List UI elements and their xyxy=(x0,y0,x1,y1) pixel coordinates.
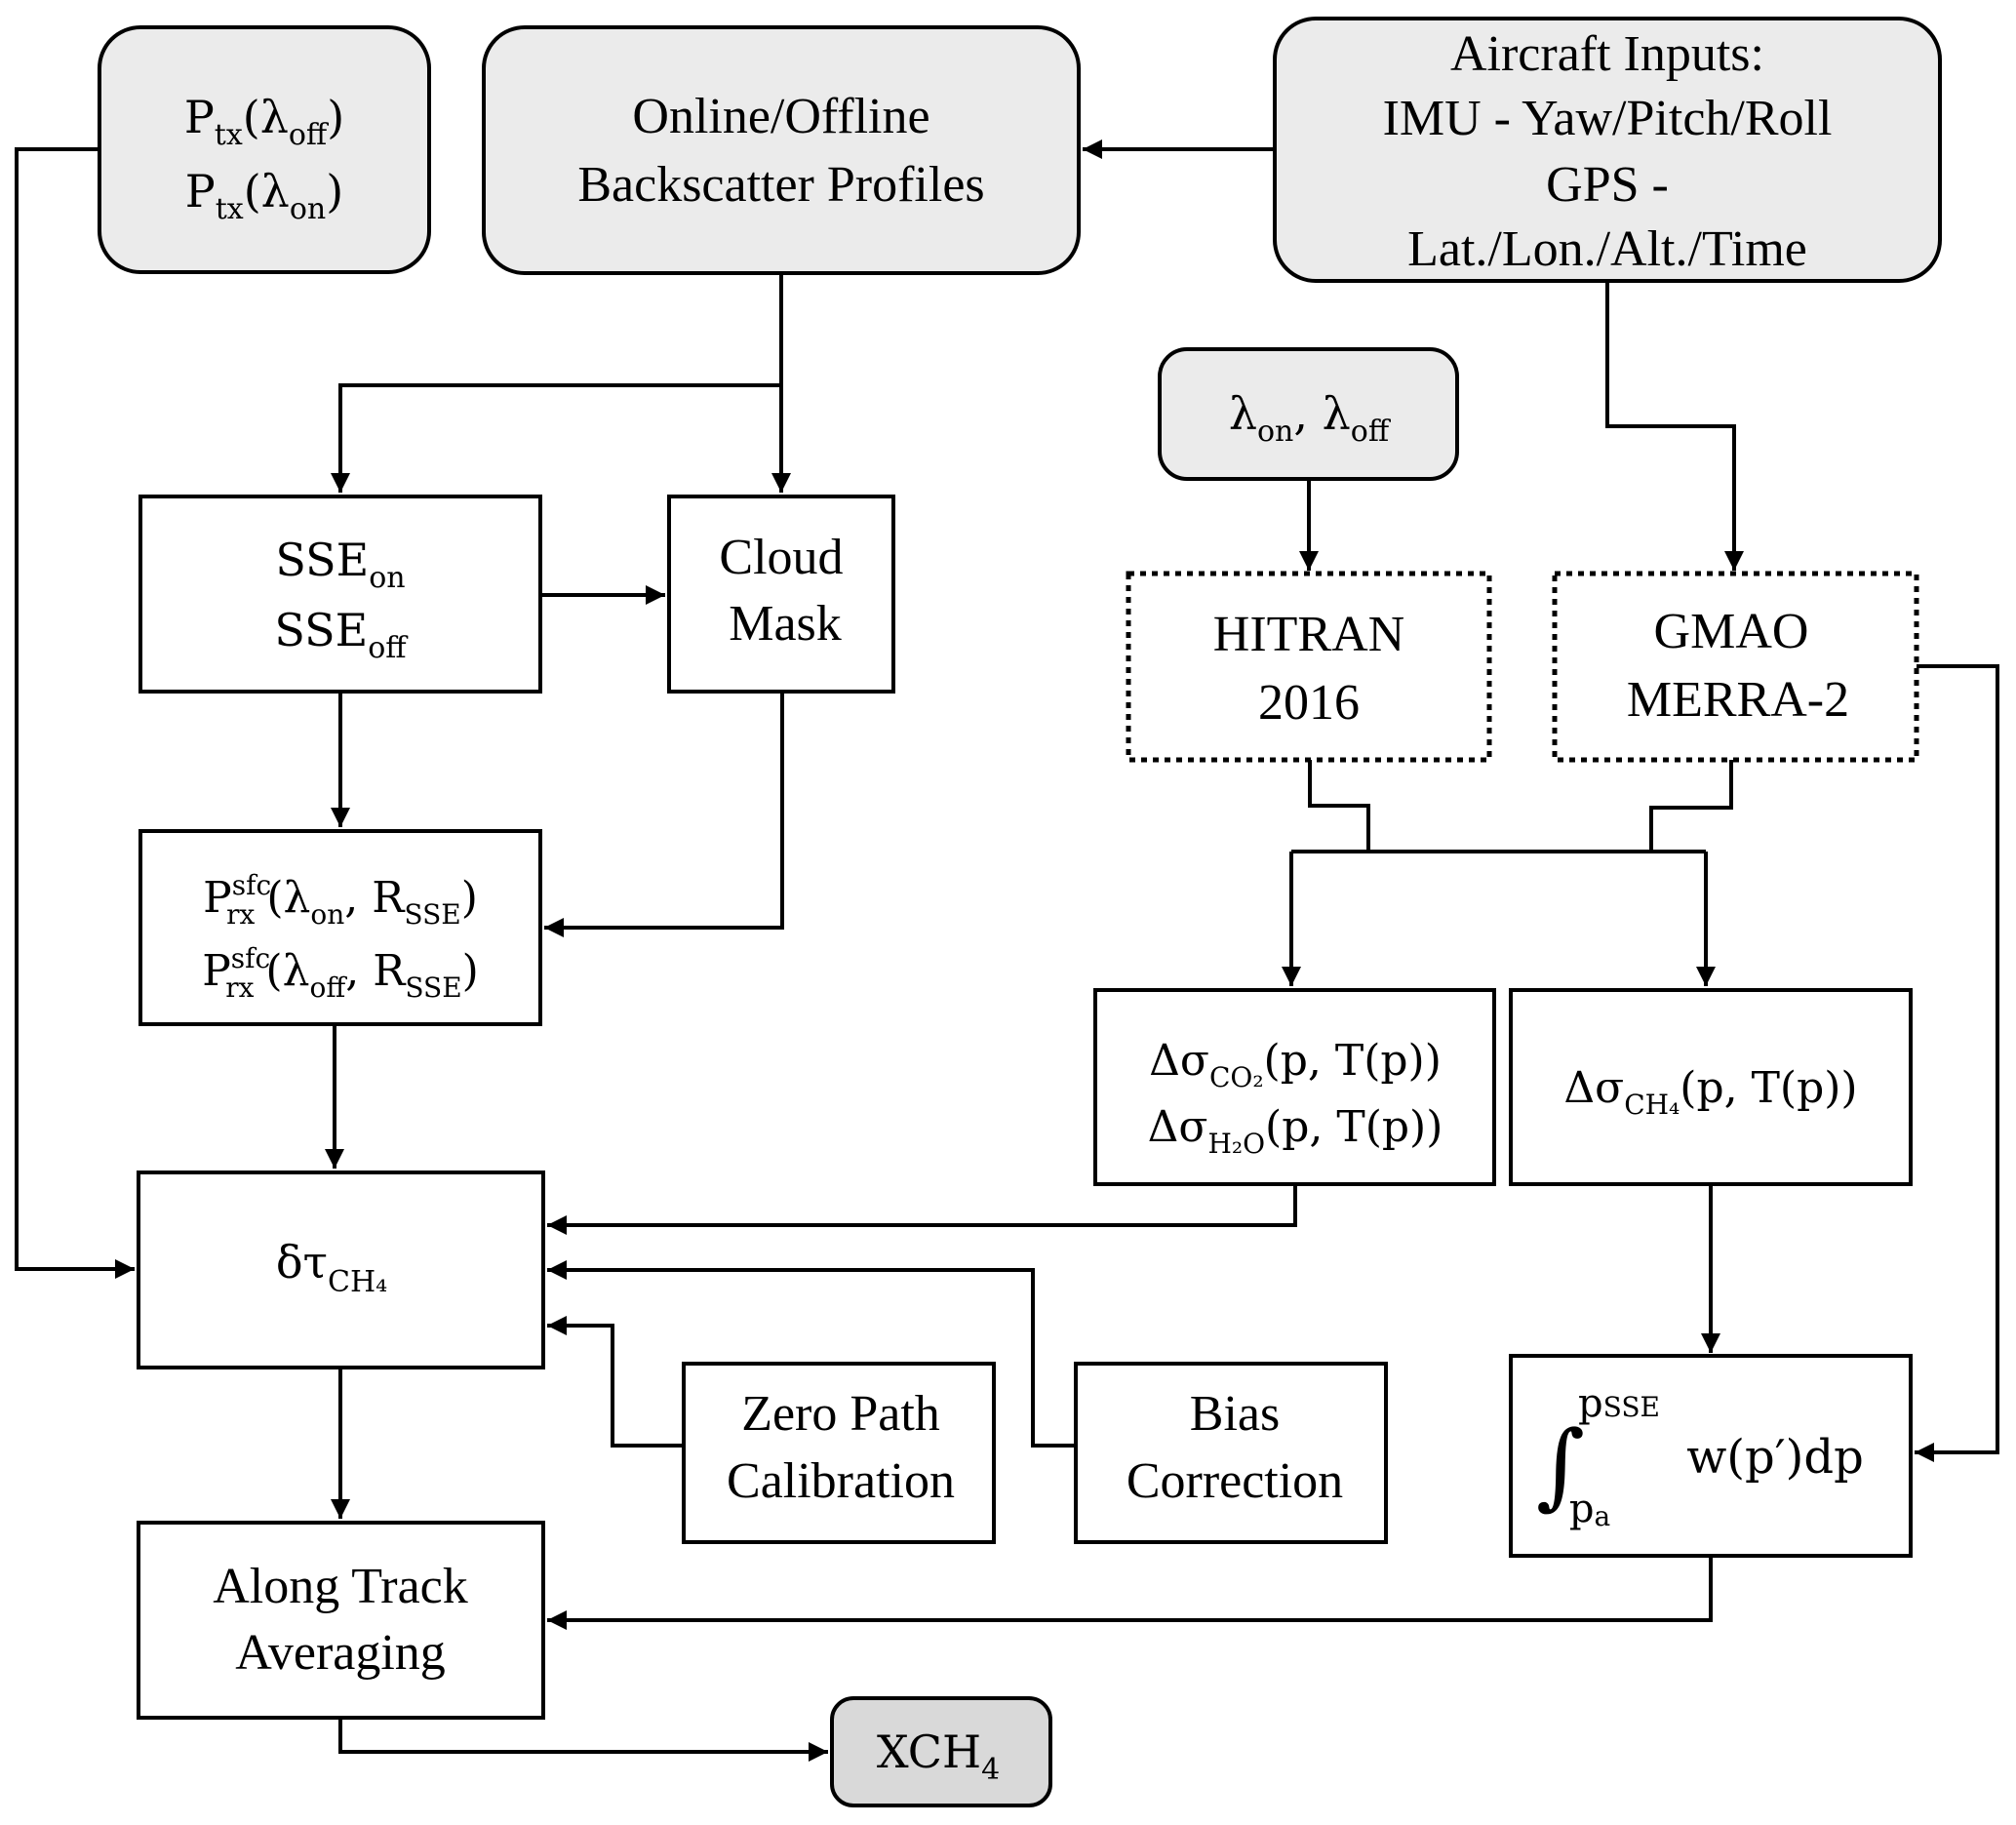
node-wavelengths-box xyxy=(1158,347,1459,481)
node-gmao-merra2-box xyxy=(1552,571,1919,763)
edge-cloud-mask-to-prx xyxy=(544,692,784,937)
node-differential-optical-depth: δτCH₄ xyxy=(137,1170,545,1369)
xch4-label: XCH4 xyxy=(877,1726,1000,1787)
node-aircraft-inputs-box xyxy=(1273,17,1942,283)
node-xch4-output-box xyxy=(830,1696,1052,1807)
integral-body: w(p′)dp xyxy=(1686,1430,1864,1485)
node-along-track-averaging: Along Track Averaging xyxy=(137,1521,545,1720)
node-weighting-integral: ∫ pSSE pa w(p′)dp xyxy=(1509,1354,1913,1558)
node-cloud-mask-box xyxy=(667,495,895,694)
hitran-line-1: HITRAN xyxy=(1213,607,1404,662)
edge-co2-h2o-to-delta-tau xyxy=(547,1184,1297,1235)
node-zero-path-calibration-box xyxy=(682,1362,996,1544)
along-track-line-2: Averaging xyxy=(235,1625,446,1681)
zero-path-line-1: Zero Path xyxy=(741,1386,940,1442)
node-cross-section-co2-h2o-box xyxy=(1093,988,1496,1186)
integral-sign: ∫ xyxy=(1536,1410,1585,1520)
node-gmao-merra2: GMAO MERRA-2 xyxy=(1552,571,1919,763)
node-zero-path-calibration: Zero Path Calibration xyxy=(682,1362,996,1544)
edge-along-track-to-xch4 xyxy=(338,1718,828,1762)
node-cross-section-co2-h2o: ΔσCO₂(p, T(p)) ΔσH₂O(p, T(p)) xyxy=(1093,988,1496,1186)
cloud-mask-line-2: Mask xyxy=(729,596,842,652)
edge-backscatter-to-sse xyxy=(331,383,781,493)
hitran-line-2: 2016 xyxy=(1258,675,1360,731)
edge-aircraft-to-gmao xyxy=(1605,281,1744,571)
edge-weighting-to-along-track xyxy=(547,1556,1713,1630)
sse-on-label: SSEon xyxy=(275,534,405,595)
backscatter-line-1: Online/Offline xyxy=(632,89,929,144)
node-along-track-averaging-box xyxy=(137,1521,545,1720)
bias-line-1: Bias xyxy=(1190,1386,1280,1442)
edge-hitran-stub xyxy=(1308,760,1370,852)
wavelengths-label: λon, λoff xyxy=(1229,387,1392,449)
delta-tau-label: δτCH₄ xyxy=(276,1236,387,1299)
ptx-off-label: Ptx(λoff) xyxy=(184,91,344,152)
node-xch4-output: XCH4 xyxy=(830,1696,1052,1807)
node-hitran: HITRAN 2016 xyxy=(1126,571,1492,763)
gmao-line-1: GMAO xyxy=(1654,604,1809,659)
xsec-co2-label: ΔσCO₂(p, T(p)) xyxy=(1149,1036,1442,1093)
cloud-mask-line-1: Cloud xyxy=(719,530,843,585)
along-track-line-1: Along Track xyxy=(213,1559,467,1614)
node-transmit-power: Ptx(λoff) Ptx(λon) xyxy=(98,25,431,274)
edge-ptx-to-delta-tau xyxy=(15,147,135,1279)
node-bias-correction: Bias Correction xyxy=(1074,1362,1388,1544)
node-weighting-integral-box xyxy=(1509,1354,1913,1558)
node-aircraft-inputs: Aircraft Inputs: IMU - Yaw/Pitch/Roll GP… xyxy=(1273,17,1942,283)
ptx-on-label: Ptx(λon) xyxy=(185,165,343,226)
zero-path-line-2: Calibration xyxy=(727,1453,955,1509)
aircraft-line-1: Aircraft Inputs: xyxy=(1450,26,1764,82)
node-sse-box xyxy=(138,495,542,694)
node-backscatter-profiles-box xyxy=(482,25,1081,275)
node-sse: SSEon SSEoff xyxy=(138,495,542,694)
xsec-ch4-label: ΔσCH₄(p, T(p)) xyxy=(1563,1063,1857,1121)
node-hitran-box xyxy=(1126,571,1492,763)
edge-bias-to-delta-tau xyxy=(547,1260,1076,1448)
integral-lower-limit: pa xyxy=(1569,1487,1610,1532)
node-transmit-power-box xyxy=(98,25,431,274)
edge-gmao-to-weighting xyxy=(1915,664,1999,1462)
xsec-h2o-label: ΔσH₂O(p, T(p)) xyxy=(1148,1102,1443,1160)
node-wavelengths: λon, λoff xyxy=(1158,347,1459,481)
node-received-power-box xyxy=(138,829,542,1026)
node-cross-section-ch4: ΔσCH₄(p, T(p)) xyxy=(1509,988,1913,1186)
connectors xyxy=(15,139,1999,1762)
backscatter-line-2: Backscatter Profiles xyxy=(577,157,984,213)
integral-upper-limit: pSSE xyxy=(1578,1381,1660,1426)
node-backscatter-profiles: Online/Offline Backscatter Profiles xyxy=(482,25,1081,275)
node-cross-section-ch4-box xyxy=(1509,988,1913,1186)
edge-gmao-stub xyxy=(1649,760,1733,852)
node-bias-correction-box xyxy=(1074,1362,1388,1544)
edge-zero-path-to-delta-tau xyxy=(547,1316,684,1448)
gmao-line-2: MERRA-2 xyxy=(1627,672,1849,728)
aircraft-line-3: GPS - xyxy=(1546,157,1669,213)
sse-off-label: SSEoff xyxy=(274,604,409,665)
aircraft-line-2: IMU - Yaw/Pitch/Roll xyxy=(1383,91,1833,146)
node-cloud-mask: Cloud Mask xyxy=(667,495,895,694)
bias-line-2: Correction xyxy=(1127,1453,1343,1509)
node-differential-optical-depth-box xyxy=(137,1170,545,1369)
aircraft-line-4: Lat./Lon./Alt./Time xyxy=(1407,221,1807,277)
